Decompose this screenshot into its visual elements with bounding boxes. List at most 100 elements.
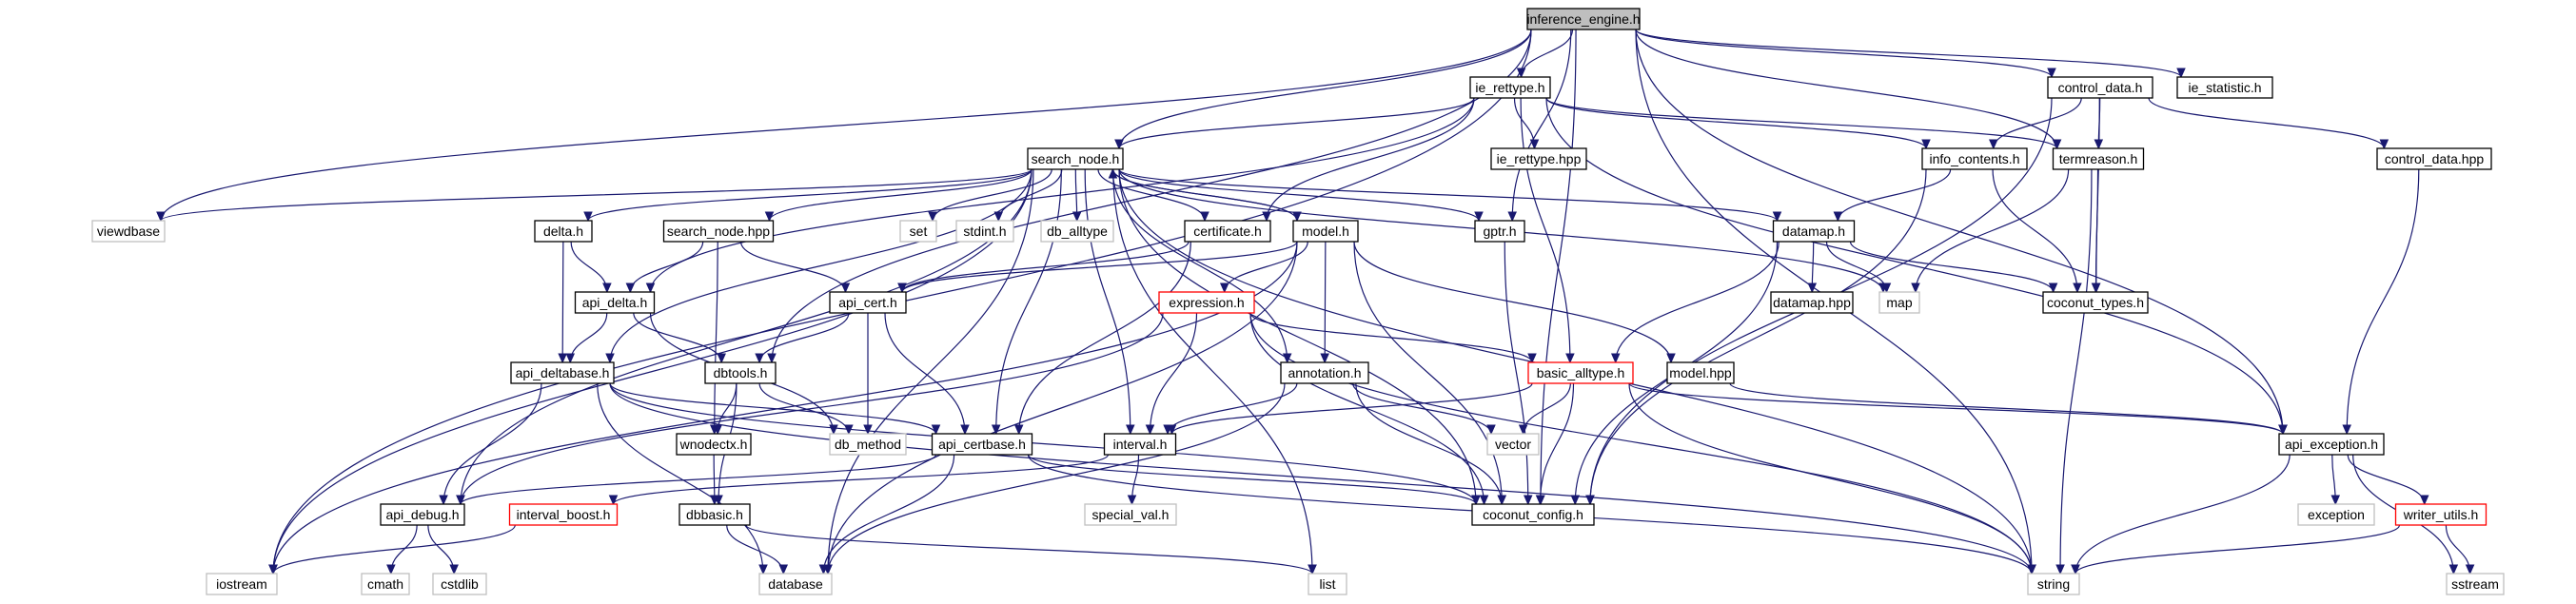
node-label: dbtools.h — [714, 365, 768, 380]
node-api_cert_h[interactable]: api_cert.h — [829, 291, 907, 314]
node-info_contents_h[interactable]: info_contents.h — [1921, 147, 2028, 170]
edge-api_certbase_h-to-database — [822, 454, 955, 575]
node-interval_boost_h[interactable]: interval_boost.h — [508, 503, 619, 526]
node-label: expression.h — [1169, 295, 1244, 310]
edge-ie_rettype_h-to-search_node_h — [1118, 97, 1475, 149]
arrowhead-annotation_h — [1320, 353, 1329, 364]
node-writer_utils_h[interactable]: writer_utils.h — [2394, 503, 2488, 526]
edge-api_certbase_h-to-coconut_config_h — [1027, 454, 1477, 505]
arrowhead-termreason_h — [2052, 139, 2062, 150]
file-nodes: inference_engine.h ie_rettype.h control_da… — [91, 8, 2505, 595]
edge-basic_alltype_h-to-coconut_config_h — [1539, 382, 1575, 505]
node-label: search_node.h — [1032, 151, 1120, 166]
node-ie_rettype_hpp[interactable]: ie_rettype.hpp — [1490, 147, 1587, 170]
node-box — [1469, 76, 1551, 99]
arrowhead-db_alltype — [1072, 211, 1082, 223]
node-api_debug_h[interactable]: api_debug.h — [380, 503, 465, 526]
arrowhead-coconut_config_h — [1535, 495, 1545, 506]
node-datamap_h[interactable]: datamap.h — [1772, 220, 1856, 243]
node-box — [1527, 361, 1634, 384]
node-delta_h[interactable]: delta.h — [534, 220, 593, 243]
edge-expression_h-to-api_debug_h — [460, 312, 1164, 505]
edge-api_deltabase_h-to-coconut_config_h — [609, 382, 1477, 505]
edge-datamap_h-to-coconut_types_h — [1849, 241, 2055, 293]
node-api_exception_h[interactable]: api_exception.h — [2278, 433, 2385, 456]
edge-termreason_h-to-coconut_types_h — [2094, 168, 2099, 293]
edge-search_node_h-to-database — [827, 168, 1034, 575]
arrowhead-api_delta_h — [602, 283, 612, 294]
node-control_data_hpp[interactable]: control_data.hpp — [2376, 147, 2492, 170]
node-basic_alltype_h[interactable]: basic_alltype.h — [1527, 361, 1634, 384]
node-control_data_h[interactable]: control_data.h — [2047, 76, 2153, 99]
node-box — [2176, 76, 2273, 99]
arrowhead-vector — [1486, 424, 1496, 436]
arrowhead-gptr_h — [1474, 211, 1484, 223]
arrowhead-dbtools_h — [717, 353, 726, 364]
node-annotation_h[interactable]: annotation.h — [1280, 361, 1369, 384]
node-box — [678, 503, 751, 526]
node-coconut_types_h[interactable]: coconut_types.h — [2042, 291, 2149, 314]
edge-api_exception_h-to-writer_utils_h — [2347, 454, 2426, 505]
arrowhead-ie_rettype_hpp — [1529, 139, 1540, 150]
arrowhead-search_node_h — [1114, 139, 1124, 150]
arrowhead-api_certbase_h — [991, 424, 1001, 436]
node-expression_h[interactable]: expression.h — [1158, 291, 1255, 314]
edge-ie_rettype_h-to-certificate_h — [1266, 97, 1475, 222]
node-box — [2042, 291, 2149, 314]
node-ie_rettype_h[interactable]: ie_rettype.h — [1469, 76, 1551, 99]
node-ie_statistic_h[interactable]: ie_statistic.h — [2176, 76, 2273, 99]
node-api_certbase_h[interactable]: api_certbase.h — [931, 433, 1033, 456]
node-label: certificate.h — [1193, 224, 1262, 239]
node-list: list — [1308, 573, 1347, 595]
node-search_node_hpp[interactable]: search_node.hpp — [662, 220, 775, 243]
node-set: set — [899, 220, 937, 243]
node-coconut_config_h[interactable]: coconut_config.h — [1471, 503, 1595, 526]
edge-inference_engine-to-ie_statistic_h — [1635, 29, 2182, 78]
arrowhead-string — [2055, 564, 2065, 575]
node-cmath: cmath — [361, 573, 410, 595]
arrowhead-interval_h — [1126, 424, 1135, 436]
edge-basic_alltype_h-to-string — [1628, 382, 2033, 575]
node-interval_h[interactable]: interval.h — [1103, 433, 1177, 456]
edge-control_data_h-to-control_data_hpp — [2148, 97, 2385, 149]
node-search_node_h[interactable]: search_node.h — [1027, 147, 1124, 170]
edge-expression_h-to-interval_h — [1149, 312, 1198, 435]
edge-certificate_h-to-api_cert_h — [901, 241, 1190, 293]
node-label: coconut_config.h — [1483, 507, 1583, 522]
arrowhead-cmath — [386, 564, 396, 575]
edge-delta_h-to-api_deltabase_h — [561, 241, 564, 363]
node-box — [2297, 503, 2375, 526]
edge-inference_engine-to-viewdbase — [160, 29, 1532, 222]
arrowhead-gptr_h — [1507, 211, 1517, 223]
node-box — [1490, 147, 1587, 170]
node-label: basic_alltype.h — [1537, 365, 1625, 380]
arrowhead-coconut_types_h — [2091, 283, 2101, 294]
edge-search_node_h-to-iostream — [272, 168, 1032, 575]
node-box — [1308, 573, 1347, 595]
node-model_hpp[interactable]: model.hpp — [1666, 361, 1735, 384]
arrowhead-api_certbase_h — [960, 424, 970, 436]
arrowhead-certificate_h — [1200, 211, 1209, 223]
node-inference_engine[interactable]: inference_engine.h — [1526, 8, 1641, 30]
node-gptr_h[interactable]: gptr.h — [1474, 220, 1525, 243]
node-wnodectx_h[interactable]: wnodectx.h — [676, 433, 752, 456]
node-certificate_h[interactable]: certificate.h — [1184, 220, 1271, 243]
node-dbtools_h[interactable]: dbtools.h — [704, 361, 777, 384]
edge-ie_rettype_h-to-info_contents_h — [1545, 97, 1927, 149]
node-dbbasic_h[interactable]: dbbasic.h — [678, 503, 751, 526]
node-box — [1103, 433, 1177, 456]
node-label: info_contents.h — [1930, 151, 2020, 166]
node-termreason_h[interactable]: termreason.h — [2052, 147, 2145, 170]
node-box — [829, 433, 907, 456]
node-api_delta_h[interactable]: api_delta.h — [574, 291, 656, 314]
arrowhead-control_data_h — [2047, 68, 2056, 79]
node-model_h[interactable]: model.h — [1292, 220, 1359, 243]
node-api_deltabase_h[interactable]: api_deltabase.h — [510, 361, 615, 384]
edge-certificate_h-to-api_certbase_h — [1018, 241, 1191, 435]
arrowhead-info_contents_h — [1989, 139, 1998, 150]
node-label: wnodectx.h — [679, 437, 748, 452]
node-special_val_h: special_val.h — [1084, 503, 1177, 526]
node-datamap_hpp[interactable]: datamap.hpp — [1770, 291, 1854, 314]
arrowhead-dbtools_h — [767, 353, 777, 364]
edge-search_node_h-to-coconut_config_h — [1118, 168, 1477, 505]
